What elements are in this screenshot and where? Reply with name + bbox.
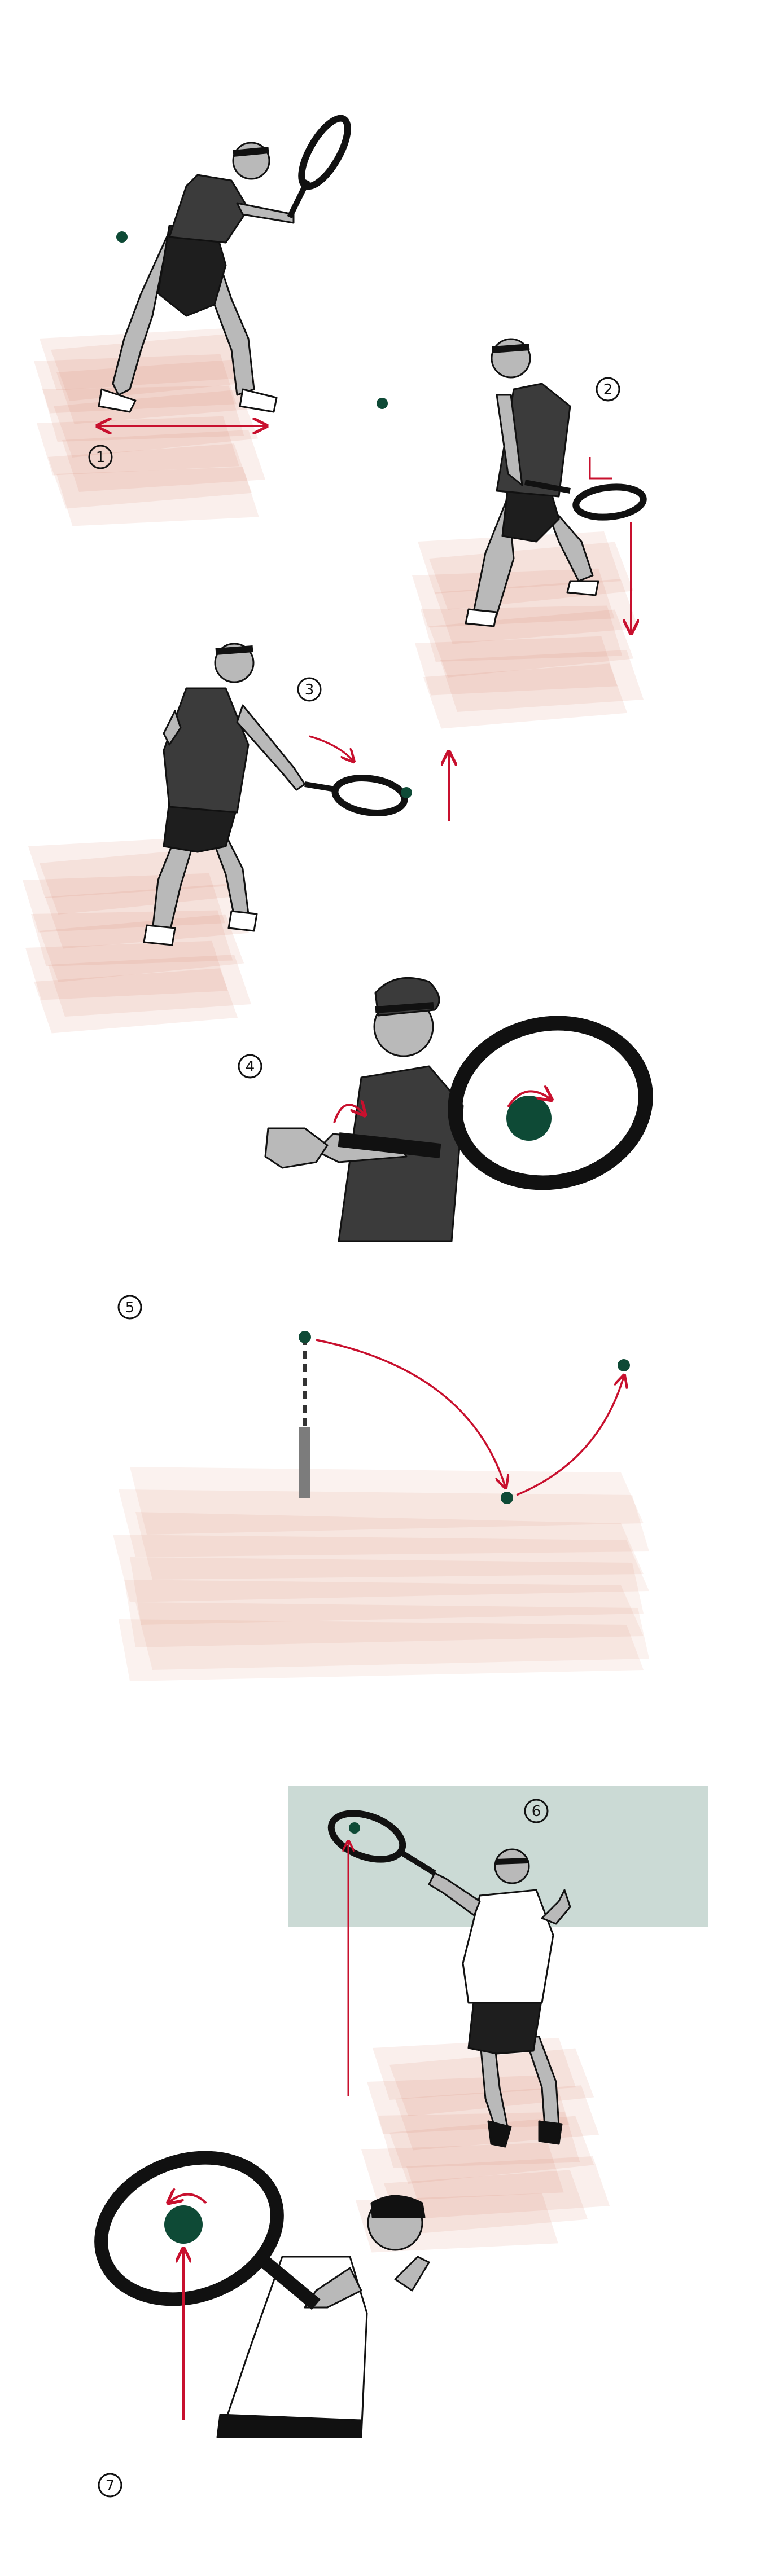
step-badge: 5 [117,1295,142,1320]
player-follow-through [327,1810,571,2148]
angle-marker [589,457,612,480]
ball [401,787,412,798]
court-patch [113,1467,649,1681]
ball [618,1359,630,1371]
player-ready-stance [98,115,351,413]
step-number: 1 [96,449,106,466]
step-number: 3 [305,682,314,698]
rotation-arrow [507,1091,550,1108]
panel-1: 1 [33,115,388,530]
step-number: 2 [603,381,613,398]
player-contact-closeup [264,977,464,1242]
panel-7: 7 [94,2151,430,2498]
court-patch [411,531,644,729]
ball [501,1492,513,1504]
racket-closeup [94,2151,321,2310]
player-turn [465,338,647,627]
ball [377,398,388,409]
ball [349,1822,360,1834]
court-patch [21,836,251,1034]
step-badge: 2 [596,377,620,402]
ball [299,1331,311,1343]
ball-trajectory [516,1377,624,1496]
rotation-arrow [333,1105,364,1123]
step-badge: 1 [88,445,113,469]
ball-trajectory [316,1339,505,1487]
step-number: 4 [246,1058,255,1075]
player-swing-start [143,643,408,946]
step-number: 7 [106,2477,115,2494]
panel-6: 6 [288,1786,708,2256]
panel-4: 4 [238,977,653,1242]
net-post [299,1427,310,1498]
ball [506,1096,552,1141]
step-badge: 3 [297,677,322,702]
ball [116,231,128,243]
step-badge: 4 [238,1054,262,1079]
racket-closeup [338,1016,653,1190]
panel-3: 3 [21,643,449,1034]
swing-path-arrow [309,735,353,761]
player-finish-closeup [216,2195,430,2438]
panel-2: 2 [411,338,647,729]
step-number: 6 [532,1803,541,1820]
rotation-arrow [169,2194,207,2203]
step-badge: 6 [524,1799,549,1823]
step-number: 5 [125,1299,135,1316]
step-badge: 7 [98,2473,122,2498]
ball [164,2205,203,2244]
panel-5: 5 [113,1295,649,1681]
court-patch [33,328,265,530]
